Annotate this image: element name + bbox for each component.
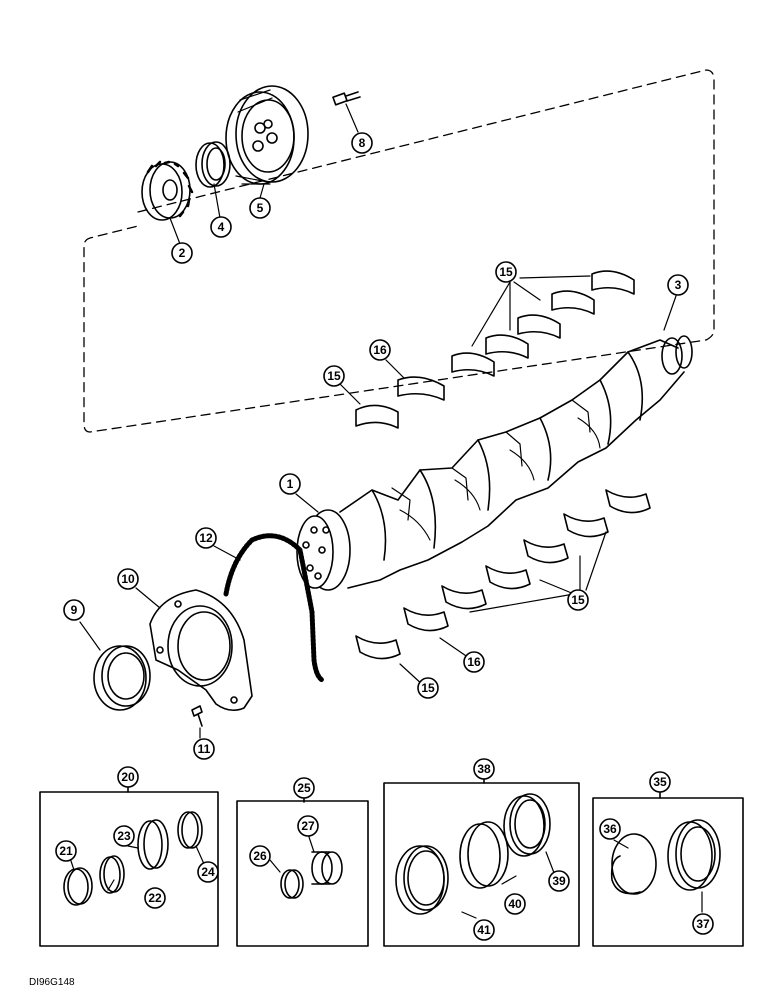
- callout-10: 10: [121, 572, 135, 586]
- timing-gear: [141, 160, 194, 221]
- callout-40: 40: [508, 897, 522, 911]
- callout-circles: [55, 132, 714, 941]
- callout-2: 2: [179, 246, 186, 260]
- callout-24: 24: [201, 865, 215, 879]
- callout-15-left: 15: [327, 369, 341, 383]
- callout-27: 27: [301, 819, 315, 833]
- drawing-code: DI96G148: [29, 977, 75, 988]
- lower-main-bearing-shells: [355, 489, 651, 660]
- leader-lines: [79, 103, 677, 739]
- callout-39: 39: [552, 874, 566, 888]
- kit-box-20: [39, 785, 219, 947]
- callout-12: 12: [199, 531, 213, 545]
- rear-cover-gasket: [223, 533, 325, 683]
- callout-26: 26: [253, 849, 267, 863]
- callout-8: 8: [359, 136, 366, 150]
- callout-23: 23: [117, 829, 131, 843]
- callout-11: 11: [198, 742, 211, 756]
- callout-4: 4: [218, 220, 225, 234]
- callout-15-lower: 15: [571, 593, 585, 607]
- callout-15-upper: 15: [499, 265, 513, 279]
- housing-bolt: [191, 705, 203, 727]
- damper-bolt: [332, 91, 361, 106]
- rear-oil-seal: [93, 645, 151, 711]
- kit-box-35: [592, 791, 744, 947]
- callout-3: 3: [675, 278, 682, 292]
- callout-37: 37: [696, 917, 710, 931]
- callout-16-upper: 16: [373, 343, 387, 357]
- callout-9: 9: [71, 603, 78, 617]
- callout-1: 1: [287, 477, 294, 491]
- callout-41: 41: [477, 923, 491, 937]
- callout-16-lower: 16: [467, 655, 481, 669]
- rear-seal-housing: [149, 589, 253, 712]
- callout-35: 35: [653, 775, 667, 789]
- vibration-damper-pulley: [225, 85, 309, 185]
- callout-25: 25: [297, 781, 311, 795]
- callout-20: 20: [121, 770, 135, 784]
- upper-main-bearing-shells: [355, 270, 635, 429]
- callout-22: 22: [148, 891, 162, 905]
- kit-box-25: [236, 797, 369, 947]
- callout-21: 21: [59, 844, 73, 858]
- callout-36: 36: [603, 822, 617, 836]
- crankshaft-spacer-ring: [195, 141, 231, 188]
- callout-15-bottom: 15: [421, 681, 435, 695]
- callout-5: 5: [257, 201, 264, 215]
- callout-38: 38: [477, 762, 491, 776]
